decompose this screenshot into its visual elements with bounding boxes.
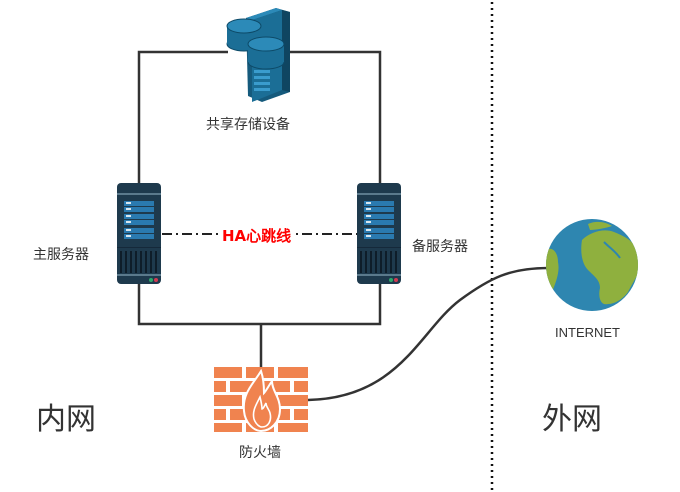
internal-zone-label: 内网 — [36, 402, 96, 437]
primary-server-label: 主服务器 — [33, 247, 89, 263]
backup-server-icon — [357, 183, 401, 284]
link-servers-bottom — [137, 283, 382, 326]
link-storage-primary — [137, 50, 228, 183]
firewall-icon — [214, 367, 308, 433]
link-firewall-internet — [307, 266, 549, 402]
link-storage-backup — [290, 50, 382, 183]
primary-server-icon — [117, 183, 161, 284]
globe-icon — [546, 219, 638, 311]
backup-server-label: 备服务器 — [412, 239, 468, 255]
storage-label: 共享存储设备 — [206, 117, 290, 133]
storage-server-icon — [226, 8, 290, 102]
internet-label: INTERNET — [555, 325, 620, 340]
external-zone-label: 外网 — [542, 402, 602, 437]
heartbeat-label: HA心跳线 — [220, 225, 294, 246]
firewall-label: 防火墙 — [239, 445, 281, 461]
connector-lines — [137, 50, 549, 402]
